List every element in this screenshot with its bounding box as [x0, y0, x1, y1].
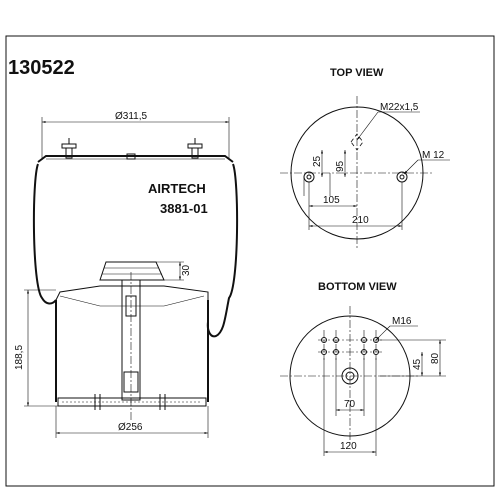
top-stud-left: [61, 138, 77, 159]
center-thread-label: M22x1,5: [380, 102, 419, 113]
top-stud-right: [187, 138, 203, 159]
drawing-border: [5, 35, 495, 487]
piston-height-label: 30: [181, 264, 192, 276]
stud-thread-label: M 12: [422, 150, 445, 161]
dim-70-label: 70: [344, 399, 356, 410]
bellows-left: [32, 163, 57, 305]
dim-120-label: 120: [340, 441, 357, 452]
dim-95-label: 95: [335, 160, 346, 172]
bottom-bolt-holes: [318, 330, 382, 360]
dim-210-label: 210: [352, 215, 369, 226]
bottom-view: BOTTOM VIEW M16: [280, 281, 446, 456]
part-number: 130522: [8, 57, 75, 79]
center-fitting: [341, 367, 359, 385]
bottom-diameter-label: Ø256: [118, 422, 143, 433]
dim-80-label: 80: [430, 352, 441, 364]
top-stud-hole-right: [396, 171, 408, 183]
dim-25-label: 25: [312, 155, 323, 167]
bump-stop: [99, 261, 165, 281]
dim-105-label: 105: [323, 195, 340, 206]
top-view: TOP VIEW M22x1,5 M 12 25 95 105 210: [280, 67, 450, 250]
top-view-title: TOP VIEW: [330, 67, 384, 79]
side-view: Ø311,5 AIRTECH 3881-01 30: [14, 111, 239, 438]
bottom-view-title: BOTTOM VIEW: [318, 281, 397, 293]
top-diameter-label: Ø311,5: [115, 111, 147, 122]
model-label: 3881-01: [160, 201, 208, 216]
height-label: 188,5: [14, 345, 25, 370]
dim-45-label: 45: [412, 358, 423, 370]
bottom-stud-thread-label: M16: [392, 316, 412, 327]
top-stud-hole-left: [303, 171, 315, 183]
bellows-right: [206, 163, 239, 338]
brand-label: AIRTECH: [148, 181, 206, 196]
piston-base: [57, 397, 207, 407]
